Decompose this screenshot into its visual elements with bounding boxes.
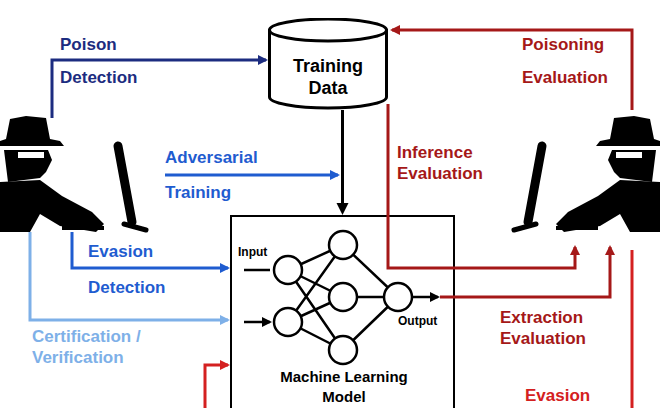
evasion-wire [631,250,634,408]
certification-arrow [30,232,228,320]
extraction-evaluation-arrow [440,247,610,297]
annotation-label: Poison Detection [60,28,160,94]
defender-figure [0,116,146,232]
neural-network [244,231,438,364]
annotation-label: Input [238,245,298,259]
attacker-figure [514,116,660,232]
annotation-label: Inference Evaluation [397,142,497,184]
model-box: Machine Learning Model [230,215,455,408]
database-cylinder: Training Data [268,18,388,110]
arrow-line [341,110,344,205]
data-flow-arrow [337,110,349,215]
annotation-label: Poisoning Evaluation [522,28,627,94]
arrow-head [337,203,349,215]
annotation-label: Certification / Verification [32,326,177,368]
adversarial-training-arrow [165,174,338,177]
node-text: Machine Learning Model [269,367,419,407]
annotation-label: Output [398,314,458,328]
evasion-arrow [205,365,228,408]
inference-evaluation-arrow [388,104,575,268]
annotation-label: Evasion Detection [88,234,188,306]
annotation-label: Adversarial Training [165,140,280,210]
annotation-label: Evasion [525,386,625,406]
node-text: Training Data [283,55,373,99]
annotation-label: Extraction Evaluation [500,307,615,349]
